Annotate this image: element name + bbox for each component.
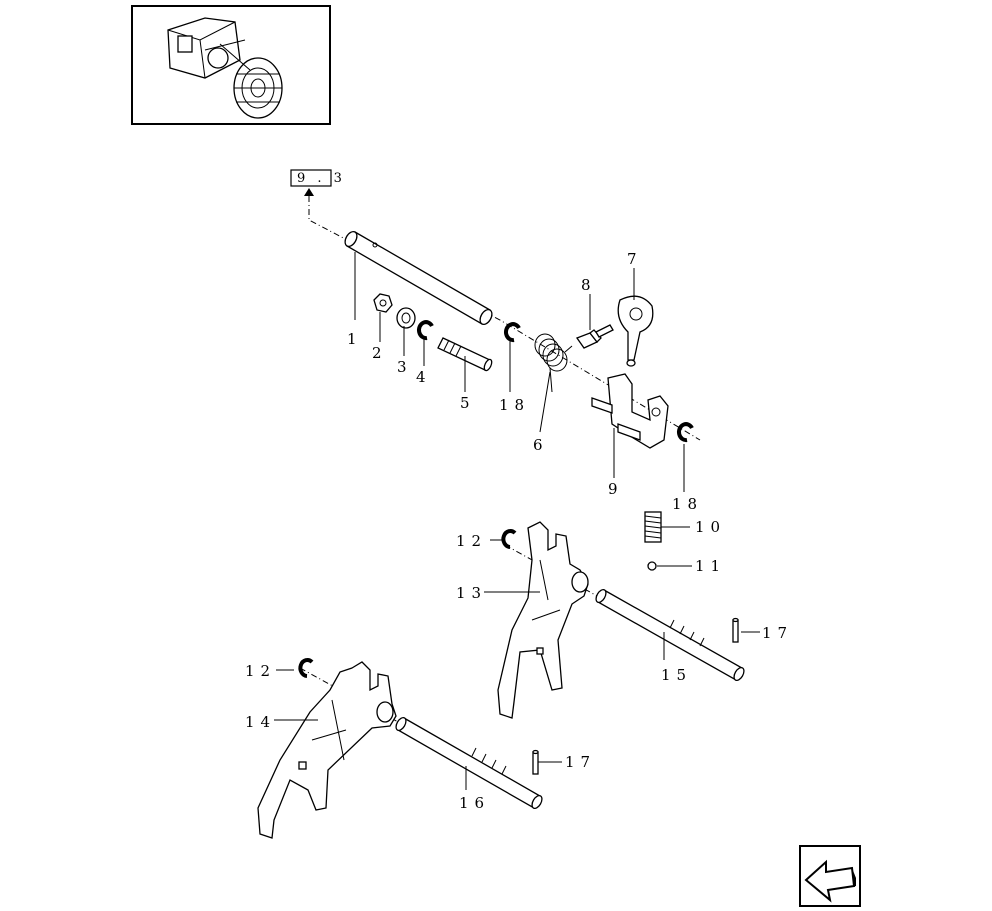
part-5-plunger — [437, 337, 493, 372]
part-3-washer — [396, 307, 416, 329]
callout-17a: 17 — [762, 624, 793, 642]
callout-18a: 18 — [499, 396, 530, 414]
part-17-pin-lower — [532, 749, 539, 775]
callout-12b: 12 — [245, 662, 276, 680]
callout-11: 11 — [695, 557, 726, 575]
part-16-rail — [395, 716, 543, 810]
callout-13: 13 — [456, 584, 487, 602]
next-page-button[interactable] — [799, 845, 861, 907]
part-15-rail — [595, 588, 745, 682]
callout-15: 15 — [661, 666, 692, 684]
reference-label: 9 . 3 — [297, 171, 346, 186]
callout-1: 1 — [347, 330, 363, 348]
callout-7: 7 — [627, 250, 643, 268]
part-10-spring — [644, 511, 662, 543]
callouts: 1 2 3 4 5 18 6 7 8 9 18 10 11 12 13 15 1… — [245, 250, 793, 812]
part-14-fork — [257, 661, 397, 839]
callout-17b: 17 — [565, 753, 596, 771]
part-6-spring — [534, 333, 573, 393]
part-9-bracket — [591, 373, 669, 449]
tractor-transmission-thumbnail-icon — [167, 17, 283, 119]
callout-16: 16 — [459, 794, 490, 812]
callout-4: 4 — [416, 368, 432, 386]
part-1-shaft — [344, 230, 493, 326]
part-12-circlip-upper — [501, 529, 517, 549]
part-18-circlip-lower — [676, 422, 694, 443]
callout-6: 6 — [533, 436, 549, 454]
callout-3: 3 — [397, 358, 413, 376]
part-13-fork — [497, 521, 589, 719]
reference-box[interactable]: 9 . 3 — [290, 169, 346, 187]
next-page-arrow-icon — [804, 859, 856, 903]
callout-5: 5 — [460, 394, 476, 412]
part-12-circlip-lower — [298, 658, 314, 678]
thumbnail-frame[interactable] — [131, 5, 331, 125]
callout-10: 10 — [695, 518, 726, 536]
part-7-link — [617, 295, 654, 367]
callout-9: 9 — [608, 480, 624, 498]
part-4-circlip — [416, 320, 434, 341]
part-18-circlip-upper — [503, 322, 521, 343]
part-8-screw — [575, 324, 614, 349]
part-17-pin-upper — [732, 617, 739, 643]
callout-8: 8 — [581, 276, 597, 294]
part-2-nut — [373, 293, 393, 313]
reference-arrow-icon — [304, 188, 314, 196]
callout-2: 2 — [372, 344, 388, 362]
callout-12a: 12 — [456, 532, 487, 550]
leader-lines — [274, 252, 760, 790]
part-11-ball — [647, 561, 657, 571]
callout-14: 14 — [245, 713, 276, 731]
callout-18b: 18 — [672, 495, 703, 513]
